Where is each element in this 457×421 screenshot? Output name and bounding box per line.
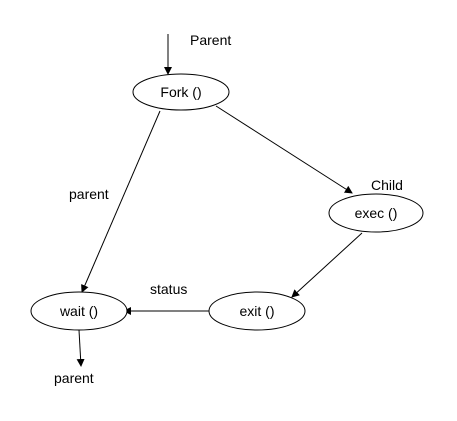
fork-node-shape: [132, 73, 230, 111]
edge-fork-to-exec: [215, 105, 353, 194]
wait-node: wait (): [30, 291, 128, 331]
exec-node-shape: [328, 193, 424, 233]
parent-exit-label: parent: [54, 370, 94, 386]
wait-node-label: wait (): [59, 303, 98, 319]
edge-wait-to-exit-down: [76, 329, 85, 367]
exit-node: exit (): [208, 291, 306, 331]
exec-node-label: exec (): [355, 205, 398, 221]
wait-node-shape: [30, 291, 128, 331]
parent-entry-label: Parent: [190, 32, 231, 48]
exec-node: exec (): [328, 193, 424, 233]
parent-branch-label: parent: [69, 186, 109, 202]
edge-exec-to-exit: [291, 232, 363, 298]
exit-node-shape: [208, 291, 306, 331]
status-label: status: [150, 281, 187, 297]
child-label: Child: [371, 177, 403, 193]
fork-node: Fork (): [132, 73, 230, 111]
edge-fork-to-wait: [81, 110, 161, 293]
exit-node-label: exit (): [240, 303, 275, 319]
fork-node-label: Fork (): [160, 84, 201, 100]
